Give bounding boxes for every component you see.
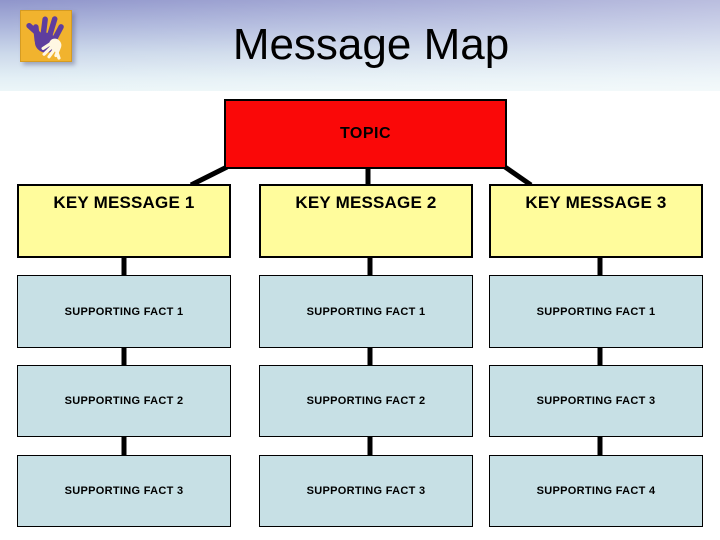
col2-fact-1-box: SUPPORTING FACT 1	[259, 275, 473, 348]
col1-fact-3-box: SUPPORTING FACT 3	[17, 455, 231, 527]
col1-fact-2-box: SUPPORTING FACT 2	[17, 365, 231, 437]
fact-label: SUPPORTING FACT 3	[306, 485, 426, 497]
fact-label: SUPPORTING FACT 4	[536, 485, 656, 497]
col3-fact-1-box: SUPPORTING FACT 1	[489, 275, 703, 348]
hands-logo-icon	[20, 10, 72, 62]
header-gradient-band: Message Map	[0, 0, 720, 91]
fact-label: SUPPORTING FACT 3	[536, 395, 656, 407]
key-message-label: KEY MESSAGE 1	[53, 193, 195, 212]
fact-label: SUPPORTING FACT 2	[64, 395, 184, 407]
col1-fact-1-box: SUPPORTING FACT 1	[17, 275, 231, 348]
col2-fact-2-box: SUPPORTING FACT 2	[259, 365, 473, 437]
page-title: Message Map	[232, 20, 510, 69]
key-message-label: KEY MESSAGE 3	[525, 193, 667, 212]
topic-box: TOPIC	[224, 99, 507, 169]
col3-fact-2-box: SUPPORTING FACT 3	[489, 365, 703, 437]
col2-fact-3-box: SUPPORTING FACT 3	[259, 455, 473, 527]
key-message-3-box: KEY MESSAGE 3	[489, 184, 703, 258]
fact-label: SUPPORTING FACT 2	[306, 395, 426, 407]
key-message-1-box: KEY MESSAGE 1	[17, 184, 231, 258]
fact-label: SUPPORTING FACT 1	[64, 305, 184, 318]
key-message-label: KEY MESSAGE 2	[295, 193, 437, 212]
key-message-2-box: KEY MESSAGE 2	[259, 184, 473, 258]
topic-label: TOPIC	[339, 125, 392, 142]
fact-label: SUPPORTING FACT 3	[64, 485, 184, 497]
fact-label: SUPPORTING FACT 1	[536, 305, 656, 318]
col3-fact-3-box: SUPPORTING FACT 4	[489, 455, 703, 527]
fact-label: SUPPORTING FACT 1	[306, 305, 426, 318]
